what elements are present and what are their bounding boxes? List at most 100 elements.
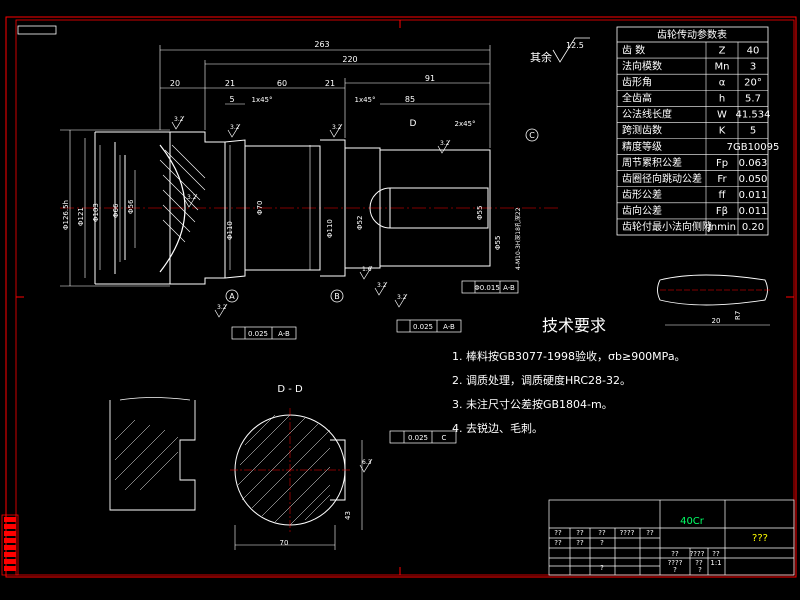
title-block: [548, 499, 795, 576]
roughness-symbol: [359, 265, 373, 280]
section-depth-dim: 43: [344, 511, 352, 520]
roughness-symbol: [227, 123, 241, 138]
layer-swatch[interactable]: [4, 517, 16, 522]
title-cell: ?: [673, 566, 677, 574]
param-name: 精度等级: [622, 140, 662, 153]
roughness-other: 其余 12.5: [530, 37, 590, 64]
dim-220: 220: [342, 55, 357, 64]
roughness-value: 3.2: [230, 124, 240, 131]
roughness-symbol: [184, 193, 198, 208]
keyway-outline: [389, 187, 489, 229]
layer-swatch[interactable]: [4, 566, 16, 571]
layer-swatch[interactable]: [4, 559, 16, 564]
param-value: 0.050: [739, 174, 768, 185]
keyway-note: 4-M10-3H深18孔深22: [514, 207, 522, 270]
outer-frame: [5, 16, 797, 578]
param-symbol: α: [719, 77, 726, 88]
param-name: 法向模数: [622, 59, 662, 72]
left-diameter-label: Φ126.5h: [62, 200, 70, 230]
param-value: 3: [750, 61, 756, 72]
tol-2-value: 0.025: [413, 323, 433, 331]
param-symbol: Mn: [715, 61, 730, 72]
roughness-symbol: [214, 303, 228, 318]
chamfer-3: 2x45°: [454, 120, 475, 128]
param-symbol: h: [719, 94, 725, 105]
left-diameter-label: Φ56: [127, 199, 135, 214]
roughness-symbol: [329, 123, 343, 138]
right-detail-view: 20 R7: [657, 274, 770, 326]
dia-shaft-2: Φ70: [256, 201, 264, 215]
param-name: 跨测齿数: [622, 124, 662, 137]
gear-tooth-detail: [109, 397, 196, 511]
tol-4-ref: C: [442, 434, 447, 442]
section-mark-d: D: [410, 119, 417, 129]
title-cell: ??: [576, 539, 584, 547]
dim-91: 91: [425, 74, 435, 83]
param-name: 全齿高: [622, 92, 652, 105]
param-value: 5.7: [745, 94, 761, 105]
title-cell: ??: [712, 550, 720, 558]
tol-1-ref: A-B: [278, 330, 290, 338]
title-cell: ?: [698, 566, 702, 574]
gear-hatching: [159, 144, 206, 243]
tolerance-values: 0.025 A-B 0.025 A-B Φ0.015 A-B 0.025 C: [248, 284, 515, 442]
left-diameter-label: Φ66: [112, 203, 120, 218]
section-width-dim: 70: [280, 539, 289, 547]
layer-swatch[interactable]: [4, 538, 16, 543]
roughness-value: 3.2: [332, 124, 342, 131]
dia-shaft-6: Φ55: [494, 236, 502, 250]
datum-labels: [225, 128, 539, 303]
dim-60: 60: [277, 79, 287, 88]
top-left-code-box: [17, 25, 57, 35]
param-value: 0.011: [739, 206, 768, 217]
roughness-value: 3.2: [217, 304, 227, 311]
requirement-item: 4. 去锐边、毛刺。: [452, 421, 543, 435]
detail-width-dim: 20: [712, 317, 721, 325]
roughness-value: 1.6: [362, 266, 372, 273]
param-value: 0.011: [739, 190, 768, 201]
datum-b-circle: [330, 289, 344, 303]
layer-bar: [1, 514, 19, 576]
param-value: 41.534: [736, 110, 771, 121]
layer-swatch[interactable]: [4, 524, 16, 529]
param-symbol: Z: [719, 45, 726, 56]
roughness-value: 3.2: [440, 140, 450, 147]
dim-21a: 21: [225, 79, 235, 88]
param-value: 40: [747, 45, 760, 56]
top-dimension-labels: 263 220 91 20 21 60 21 5 1x45° 1x45° 85 …: [170, 40, 476, 129]
title-cell: ??: [554, 539, 562, 547]
requirement-item: 1. 棒料按GB3077-1998验收，σb≥900MPa。: [452, 349, 686, 363]
param-name: 齿 数: [622, 43, 645, 56]
roughness-value: 3.2: [377, 282, 387, 289]
title-cell: ??: [671, 550, 679, 558]
requirements-title: 技术要求: [542, 316, 606, 335]
tol-4-value: 0.025: [408, 434, 428, 442]
layer-swatch[interactable]: [4, 531, 16, 536]
layer-swatch[interactable]: [4, 545, 16, 550]
title-cell: ??: [576, 529, 584, 537]
drawing-code: ???: [752, 533, 768, 544]
tol-1-value: 0.025: [248, 330, 268, 338]
left-diameter-dims: [60, 129, 170, 287]
dim-21b: 21: [325, 79, 335, 88]
material-text: 40Cr: [680, 516, 705, 527]
title-cell: ????: [668, 559, 683, 567]
dim-85: 85: [405, 95, 415, 104]
gear-end-section: [94, 131, 186, 285]
roughness-symbol: [359, 458, 373, 473]
roughness-value: 3.2: [397, 294, 407, 301]
shaft-end: [380, 149, 491, 267]
layer-swatch[interactable]: [4, 552, 16, 557]
roughness-symbol: [394, 293, 408, 308]
dim-20: 20: [170, 79, 180, 88]
param-value: 0.20: [742, 222, 764, 233]
shaft-diameter-labels: Φ110 Φ70 Φ110 Φ52 Φ55 Φ55 4-M10-3H深18孔深2…: [226, 201, 522, 270]
detail-height-dim: R7: [734, 311, 742, 320]
param-value: 0.063: [739, 158, 768, 169]
param-name: 周节累积公差: [622, 156, 682, 169]
roughness-value: 3.2: [174, 116, 184, 123]
roughness-other-label: 其余: [530, 50, 552, 64]
param-symbol: K: [719, 126, 726, 137]
